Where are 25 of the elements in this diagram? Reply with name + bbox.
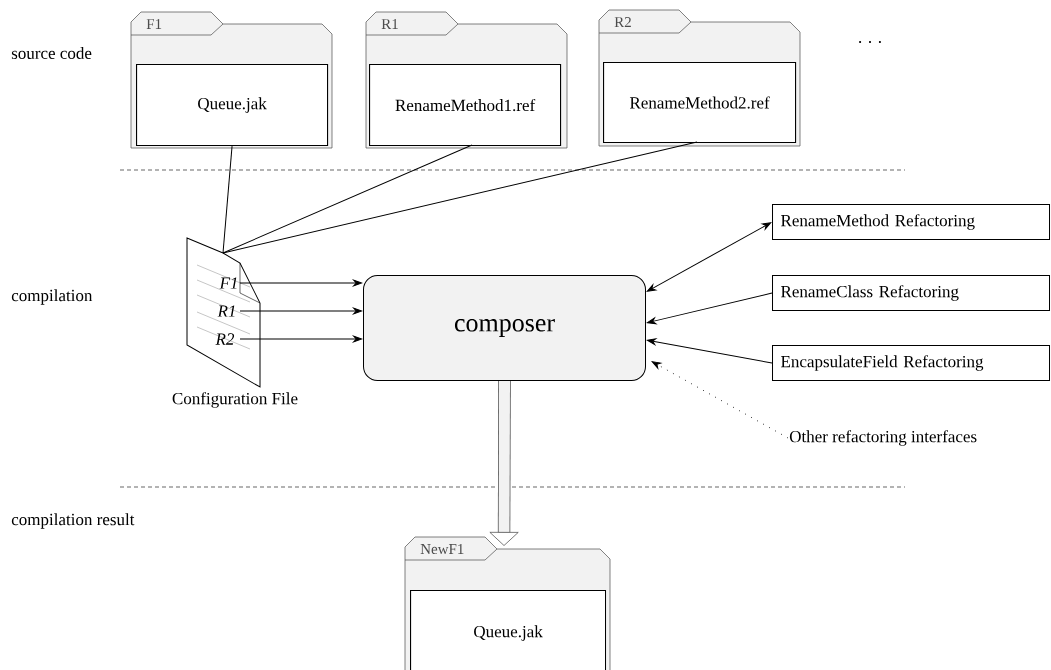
ellipsis: . . . <box>859 41 881 43</box>
arrow <box>651 361 789 439</box>
file-box: RenameMethod2.ref <box>603 62 797 144</box>
refactoring-box: EncapsulateField Refactoring <box>772 345 1050 381</box>
note-text: Other refactoring interfaces <box>789 430 977 446</box>
connector-line <box>222 144 473 254</box>
file-box: Queue.jak <box>410 590 607 670</box>
process-box: composer <box>363 275 646 381</box>
row-label: source code <box>11 47 92 59</box>
arrow <box>239 279 363 287</box>
arrow <box>646 338 773 364</box>
connector-line <box>222 145 233 254</box>
refactoring-box: RenameMethod Refactoring <box>772 204 1050 240</box>
arrow <box>646 292 773 325</box>
arrow <box>239 307 363 315</box>
file-box: RenameMethod1.ref <box>369 64 562 147</box>
file-caption: Configuration File <box>172 392 298 408</box>
connector-line <box>222 141 698 254</box>
file-box: Queue.jak <box>136 64 329 147</box>
block-arrow <box>489 381 519 546</box>
row-label: compilation result <box>11 513 135 529</box>
arrow <box>239 335 363 343</box>
refactoring-box: RenameClass Refactoring <box>772 275 1050 311</box>
arrow <box>646 222 772 292</box>
row-label: compilation <box>11 289 93 305</box>
